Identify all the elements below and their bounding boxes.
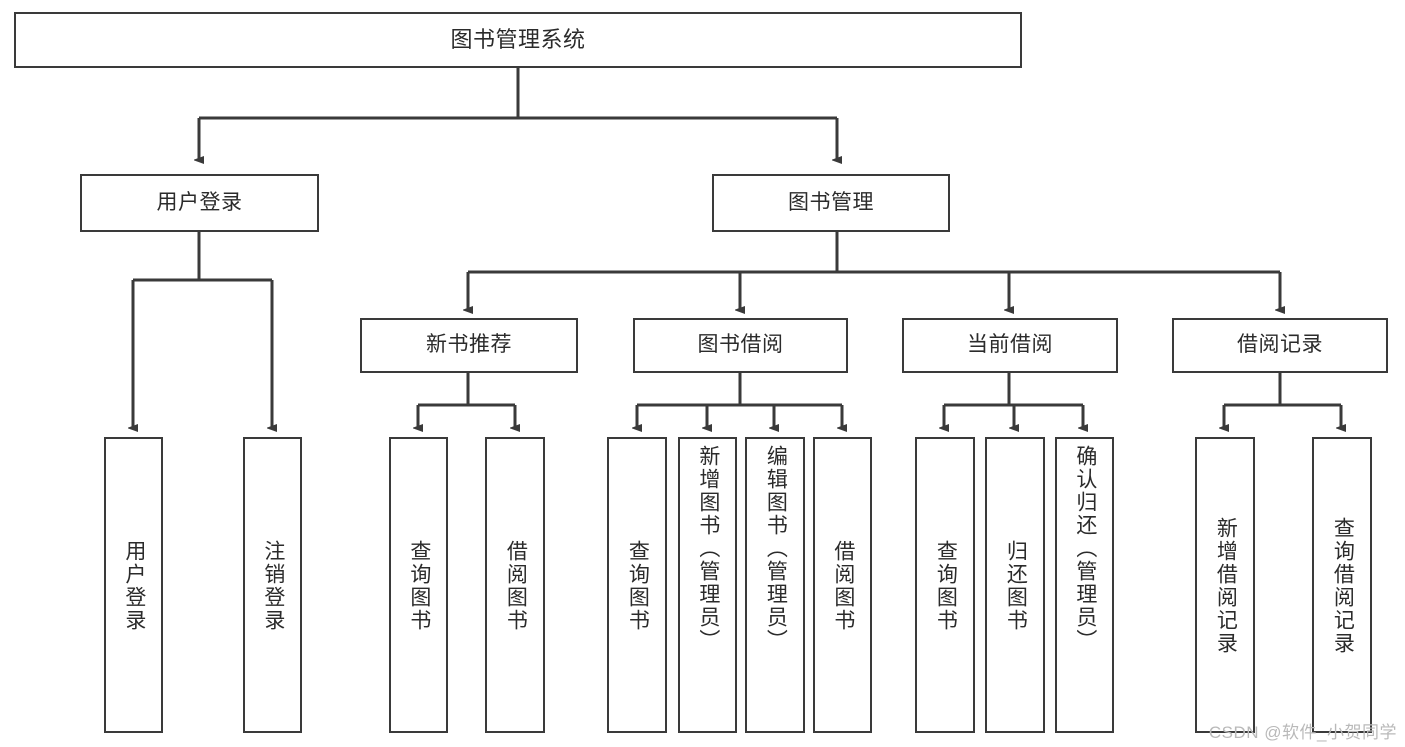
node-leaf-user-login[interactable]: 用户登录 bbox=[104, 437, 163, 733]
node-leaf-edit-book-label: 编辑图书（管理员） bbox=[764, 445, 788, 652]
node-leaf-user-login-label: 用户登录 bbox=[122, 540, 146, 632]
node-leaf-return-book-label: 归还图书 bbox=[1004, 540, 1028, 632]
node-leaf-edit-book[interactable]: 编辑图书（管理员） bbox=[745, 437, 805, 733]
node-leaf-add-record[interactable]: 新增借阅记录 bbox=[1195, 437, 1255, 733]
node-new-book-recommend-label: 新书推荐 bbox=[426, 333, 512, 357]
node-book-borrow-label: 图书借阅 bbox=[697, 333, 784, 357]
node-leaf-borrow-book-1[interactable]: 借阅图书 bbox=[485, 437, 545, 733]
node-user-login-label: 用户登录 bbox=[156, 190, 243, 214]
node-leaf-borrow-book-2[interactable]: 借阅图书 bbox=[813, 437, 872, 733]
node-leaf-query-book-2-label: 查询图书 bbox=[626, 540, 650, 632]
watermark-text: CSDN @软件_小贺同学 bbox=[1208, 723, 1397, 742]
node-leaf-confirm-return-label: 确认归还（管理员） bbox=[1073, 445, 1097, 652]
node-leaf-add-book[interactable]: 新增图书（管理员） bbox=[678, 437, 737, 733]
node-user-login[interactable]: 用户登录 bbox=[80, 174, 319, 232]
node-leaf-user-logout-label: 注销登录 bbox=[261, 540, 285, 632]
node-leaf-add-book-label: 新增图书（管理员） bbox=[696, 445, 720, 652]
node-leaf-query-book-2[interactable]: 查询图书 bbox=[607, 437, 667, 733]
node-leaf-query-book-3[interactable]: 查询图书 bbox=[915, 437, 975, 733]
node-current-borrow-label: 当前借阅 bbox=[967, 333, 1053, 357]
node-borrow-record[interactable]: 借阅记录 bbox=[1172, 318, 1388, 373]
node-borrow-record-label: 借阅记录 bbox=[1237, 333, 1323, 357]
node-book-management[interactable]: 图书管理 bbox=[712, 174, 950, 232]
node-new-book-recommend[interactable]: 新书推荐 bbox=[360, 318, 578, 373]
node-leaf-user-logout[interactable]: 注销登录 bbox=[243, 437, 302, 733]
node-leaf-confirm-return[interactable]: 确认归还（管理员） bbox=[1055, 437, 1114, 733]
node-leaf-query-book-1[interactable]: 查询图书 bbox=[389, 437, 448, 733]
node-leaf-add-record-label: 新增借阅记录 bbox=[1214, 517, 1238, 655]
node-leaf-query-record-label: 查询借阅记录 bbox=[1331, 517, 1355, 655]
node-leaf-query-record[interactable]: 查询借阅记录 bbox=[1312, 437, 1372, 733]
node-current-borrow[interactable]: 当前借阅 bbox=[902, 318, 1118, 373]
node-leaf-borrow-book-2-label: 借阅图书 bbox=[831, 540, 855, 632]
node-book-management-label: 图书管理 bbox=[788, 190, 874, 214]
node-root[interactable]: 图书管理系统 bbox=[14, 12, 1022, 68]
node-leaf-query-book-3-label: 查询图书 bbox=[934, 540, 958, 632]
node-leaf-return-book[interactable]: 归还图书 bbox=[985, 437, 1045, 733]
node-leaf-query-book-1-label: 查询图书 bbox=[407, 540, 431, 632]
node-root-label: 图书管理系统 bbox=[450, 26, 586, 52]
node-leaf-borrow-book-1-label: 借阅图书 bbox=[504, 540, 528, 632]
node-book-borrow[interactable]: 图书借阅 bbox=[633, 318, 848, 373]
